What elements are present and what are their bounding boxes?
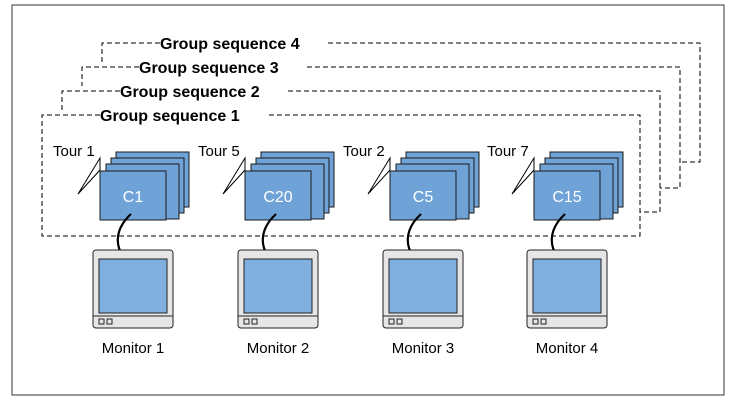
monitor-button [98, 318, 105, 325]
slash-icon [222, 156, 246, 195]
tour-column-2: Tour 5 C20 Monitor 2 [198, 143, 335, 357]
camera-card [244, 170, 312, 221]
monitor-label: Monitor 1 [102, 340, 165, 357]
camera-label: C20 [263, 189, 292, 206]
camera-label: C5 [413, 189, 434, 206]
slash-icon [367, 156, 391, 195]
monitor-screen [243, 258, 313, 314]
tour-label: Tour 1 [53, 143, 95, 160]
tour-label: Tour 5 [198, 143, 240, 160]
group-sequence-2: Group sequence 2 [61, 84, 661, 213]
monitor-label: Monitor 4 [536, 340, 599, 357]
group-label: Group sequence 1 [100, 108, 240, 125]
monitor-screen [388, 258, 458, 314]
camera-card [533, 170, 601, 221]
group-sequence-4: Group sequence 4 [101, 36, 701, 163]
group-label: Group sequence 2 [120, 84, 260, 101]
tour-column-1: Tour 1 C1 Monitor 1 [53, 143, 190, 357]
group-label: Group sequence 3 [139, 60, 279, 77]
monitor-screen [532, 258, 602, 314]
slash-icon [511, 156, 535, 195]
tour-column-4: Tour 7 C15 Monitor 4 [487, 143, 624, 357]
monitor-label: Monitor 2 [247, 340, 310, 357]
camera-label: C1 [123, 189, 144, 206]
camera-card [99, 170, 167, 221]
group-sequence-1: Group sequence 1 [41, 108, 641, 237]
group-label: Group sequence 4 [160, 36, 300, 53]
tour-label: Tour 7 [487, 143, 529, 160]
monitor-screen [98, 258, 168, 314]
monitor-label: Monitor 3 [392, 340, 455, 357]
camera-label: C15 [552, 189, 581, 206]
slash-icon [77, 156, 101, 195]
camera-card [389, 170, 457, 221]
monitor-button [106, 318, 113, 325]
tour-column-3: Tour 2 C5 Monitor 3 [343, 143, 480, 357]
tour-label: Tour 2 [343, 143, 385, 160]
outer-frame [11, 4, 725, 396]
group-sequence-3: Group sequence 3 [81, 60, 681, 189]
